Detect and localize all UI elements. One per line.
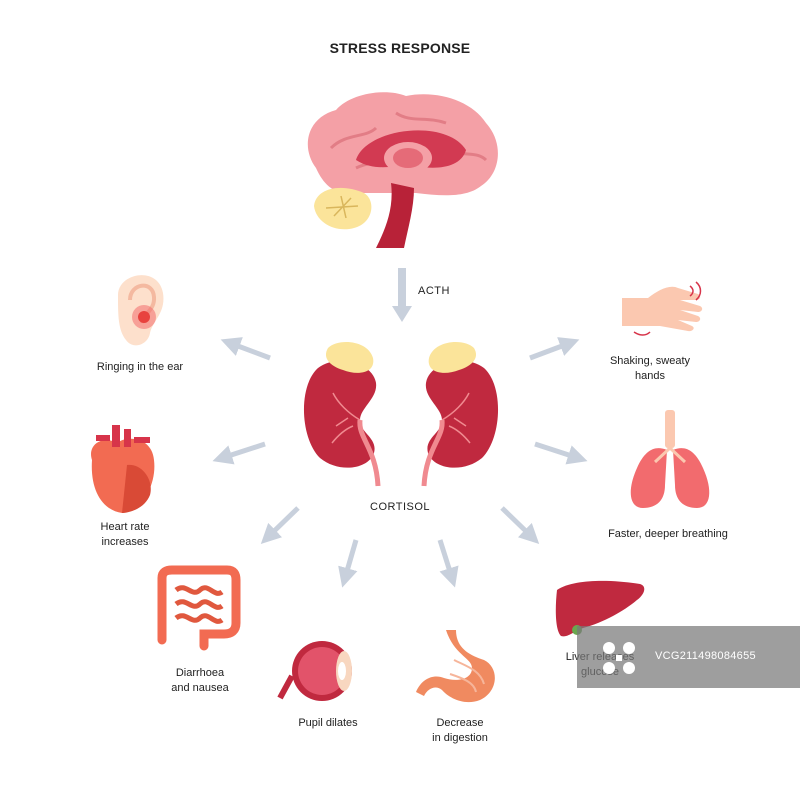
brain-illustration [307,92,498,248]
cortisol-label: CORTISOL [370,501,431,513]
lungs-label: Faster, deeper breathing [608,528,728,540]
watermark-overlay: VCG211498084655 [577,626,800,688]
ear-illustration [118,275,164,346]
arrow-intestine [260,506,300,544]
acth-label: ACTH [418,285,450,297]
arrow-stomach [437,539,459,588]
heart-label-line1: Heart rate [100,521,150,533]
hands-label-line1: Shaking, sweaty [609,355,691,367]
intestine-label-line2: and nausea [171,682,229,694]
heart-label-line2: increases [101,536,149,548]
arrow-heart [212,441,266,465]
acth-arrow [392,268,412,322]
diagram-title: STRESS RESPONSE [329,40,471,56]
intestine-label-line1: Diarrhoea [175,667,225,679]
stomach-label-line2: in digestion [432,732,488,744]
arrow-liver [500,506,540,544]
ear-label: Ringing in the ear [96,361,184,373]
hand-illustration [622,281,703,336]
arrow-ear [220,337,271,361]
arrow-hands [529,337,580,361]
stomach-label-line1: Decrease [436,717,484,729]
stomach-illustration [416,630,495,703]
hands-label-line2: hands [635,370,665,382]
heart-illustration [91,425,155,513]
eye-illustration [277,641,352,701]
lungs-illustration [630,410,710,508]
watermark-logo-icon [603,642,635,674]
arrow-eye [338,539,359,588]
kidneys-illustration [303,342,499,487]
arrow-lungs [534,441,588,465]
intestine-illustration [157,565,241,651]
watermark-id: VCG211498084655 [655,650,756,662]
eye-label: Pupil dilates [298,717,358,729]
